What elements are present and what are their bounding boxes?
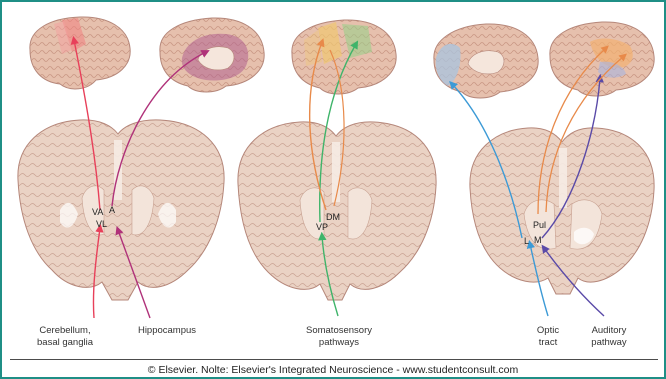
label-optic-line2: tract <box>539 337 558 348</box>
nucleus-label-a: A <box>109 205 115 215</box>
brain-lateral-auditory <box>550 22 654 96</box>
label-somatosensory-line2: pathways <box>319 337 359 348</box>
nucleus-label-vp: VP <box>316 222 328 232</box>
label-cerebellum-line2: basal ganglia <box>37 337 94 348</box>
label-optic-line1: Optic <box>537 325 559 336</box>
label-auditory-line2: pathway <box>591 337 627 348</box>
brain-lateral-somatosensory <box>292 20 396 94</box>
brain-medial-limbic <box>160 18 264 92</box>
nucleus-label-l: L <box>524 236 529 246</box>
label-hippocampus: Hippocampus <box>138 325 196 336</box>
brain-medial-visual <box>434 24 538 98</box>
nucleus-label-m: M <box>534 235 542 245</box>
label-auditory-line1: Auditory <box>592 325 627 336</box>
label-cerebellum-line1: Cerebellum, <box>39 325 90 336</box>
footer-divider <box>10 359 658 360</box>
label-somatosensory-line1: Somatosensory <box>306 325 372 336</box>
brain-lateral-motor <box>30 17 130 89</box>
copyright-notice: © Elsevier. Nolte: Elsevier's Integrated… <box>0 364 666 376</box>
nucleus-label-dm: DM <box>326 212 340 222</box>
nucleus-label-pul: Pul <box>533 220 546 230</box>
coronal-section-1 <box>18 120 224 300</box>
nucleus-label-vl: VL <box>96 219 107 229</box>
nucleus-label-va: VA <box>92 207 103 217</box>
coronal-section-2 <box>238 122 436 300</box>
